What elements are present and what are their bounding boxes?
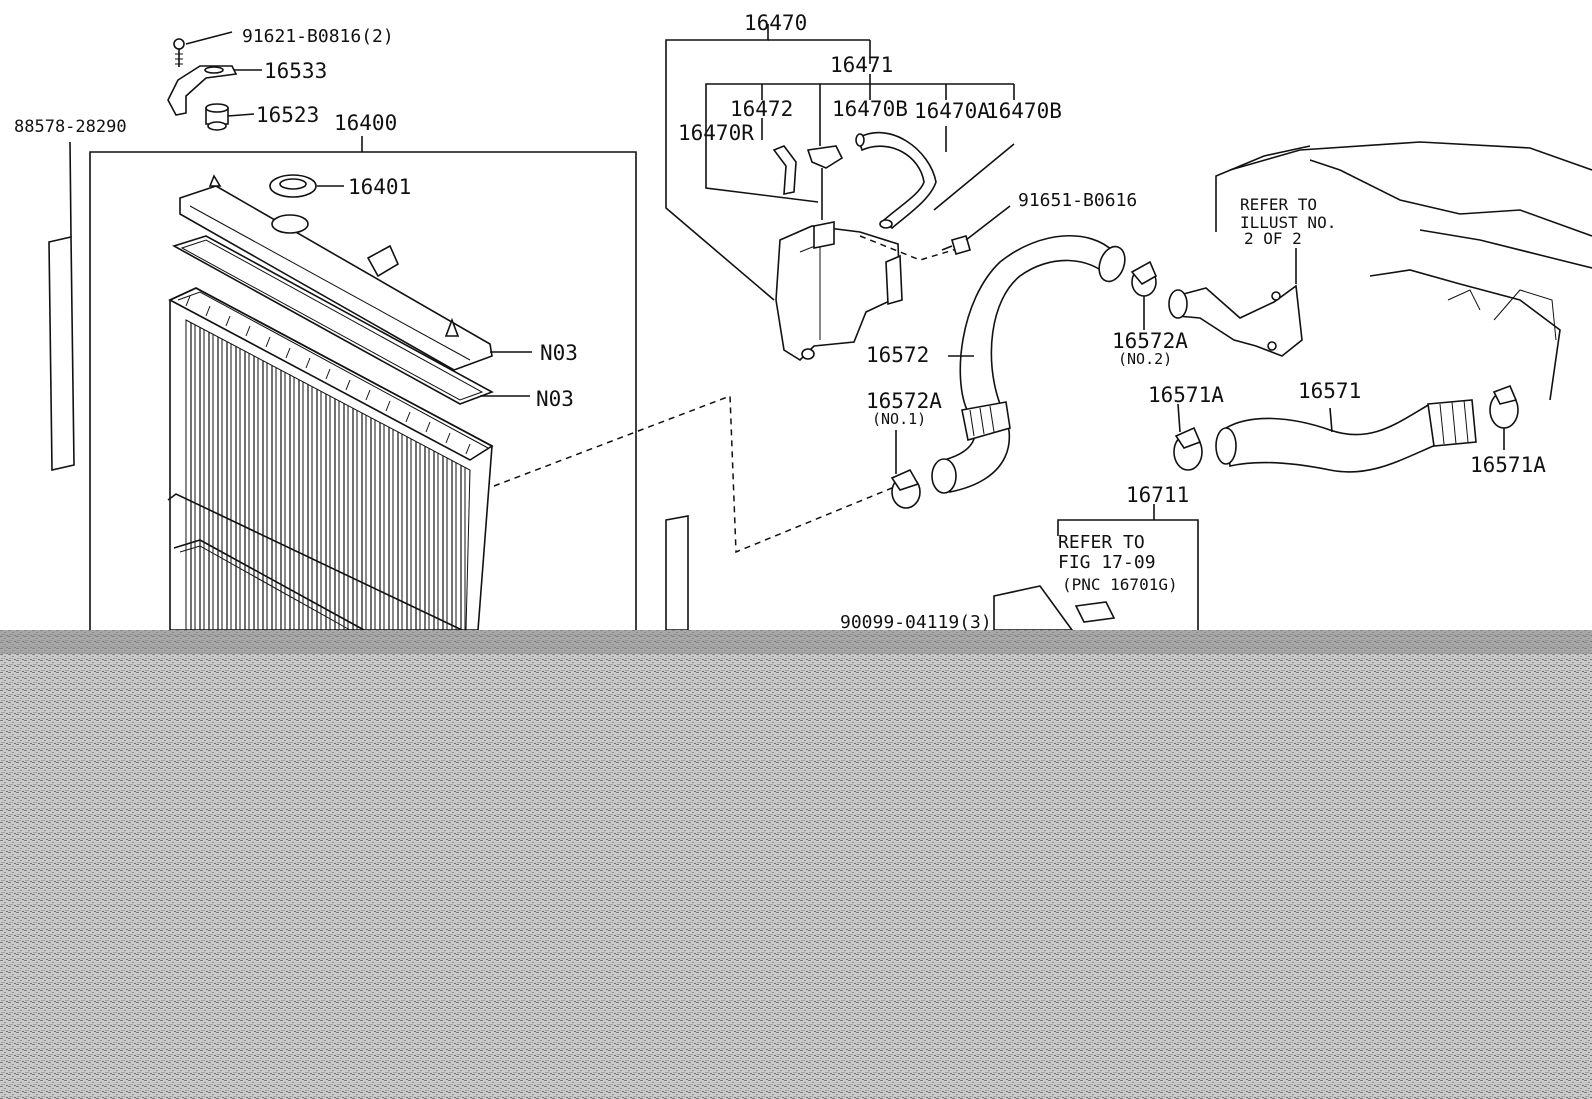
label-16470b-2: 16470B xyxy=(986,99,1062,123)
label-91621: 91621-B0816(2) xyxy=(242,26,394,47)
reservoir-group xyxy=(665,24,1015,362)
clamp-16571a-right xyxy=(1489,384,1519,450)
reservoir-tank xyxy=(775,225,901,362)
label-16711: 16711 xyxy=(1126,483,1189,507)
label-88578: 88578-28290 xyxy=(14,117,127,137)
label-refer-illust-3: 2 OF 2 xyxy=(1244,229,1302,248)
engine-outline xyxy=(1229,141,1592,401)
label-16571: 16571 xyxy=(1298,379,1361,403)
clamp-16571a-left xyxy=(1173,403,1203,471)
label-16470: 16470 xyxy=(744,11,807,35)
radiator-group xyxy=(48,38,893,631)
clamp-16572a-no2 xyxy=(1130,260,1158,330)
label-16571a-right: 16571A xyxy=(1470,453,1546,477)
hose-16572 xyxy=(943,235,1115,493)
label-no1: (NO.1) xyxy=(872,410,926,428)
label-16470a: 16470A xyxy=(914,99,990,123)
scan-noise xyxy=(0,630,1592,1099)
label-16471: 16471 xyxy=(830,53,893,77)
label-n03-upper: N03 xyxy=(540,341,578,365)
label-16472: 16472 xyxy=(730,97,793,121)
hoses-group xyxy=(665,141,1592,631)
label-refer-illust-1: REFER TO xyxy=(1240,195,1317,214)
label-refer-illust-2: ILLUST NO. xyxy=(1240,213,1336,232)
bracket-16533 xyxy=(167,65,238,116)
bolt-91621 xyxy=(173,38,185,67)
seal-88578 xyxy=(48,141,75,471)
label-refer-fig-2: FIG 17-09 xyxy=(1058,552,1156,573)
clamp-16572a-no1 xyxy=(890,430,921,509)
label-16470b-1: 16470B xyxy=(832,97,908,121)
water-outlet xyxy=(1175,284,1303,357)
label-no2: (NO.2) xyxy=(1118,350,1172,368)
label-16400: 16400 xyxy=(334,111,397,135)
label-16470r: 16470R xyxy=(678,121,754,145)
label-16572: 16572 xyxy=(866,343,929,367)
labels: 91621-B0816(2) 16533 16523 88578-28290 1… xyxy=(14,11,1546,633)
cushion-16523 xyxy=(205,103,229,131)
bolt-91651 xyxy=(941,205,1011,255)
label-refer-fig-1: REFER TO xyxy=(1058,532,1145,553)
label-90099: 90099-04119(3) xyxy=(840,612,992,633)
label-refer-fig-3: (PNC 16701G) xyxy=(1062,575,1178,594)
label-16572a-no2: 16572A xyxy=(1112,329,1188,353)
label-n03-lower: N03 xyxy=(536,387,574,411)
label-16523: 16523 xyxy=(256,103,319,127)
label-16571a-left: 16571A xyxy=(1148,383,1224,407)
gasket-upper xyxy=(171,235,494,405)
label-91651: 91651-B0616 xyxy=(1018,190,1137,211)
label-16401: 16401 xyxy=(348,175,411,199)
label-16533: 16533 xyxy=(264,59,327,83)
label-16572a-no1: 16572A xyxy=(866,389,942,413)
cap-16401 xyxy=(269,174,344,198)
